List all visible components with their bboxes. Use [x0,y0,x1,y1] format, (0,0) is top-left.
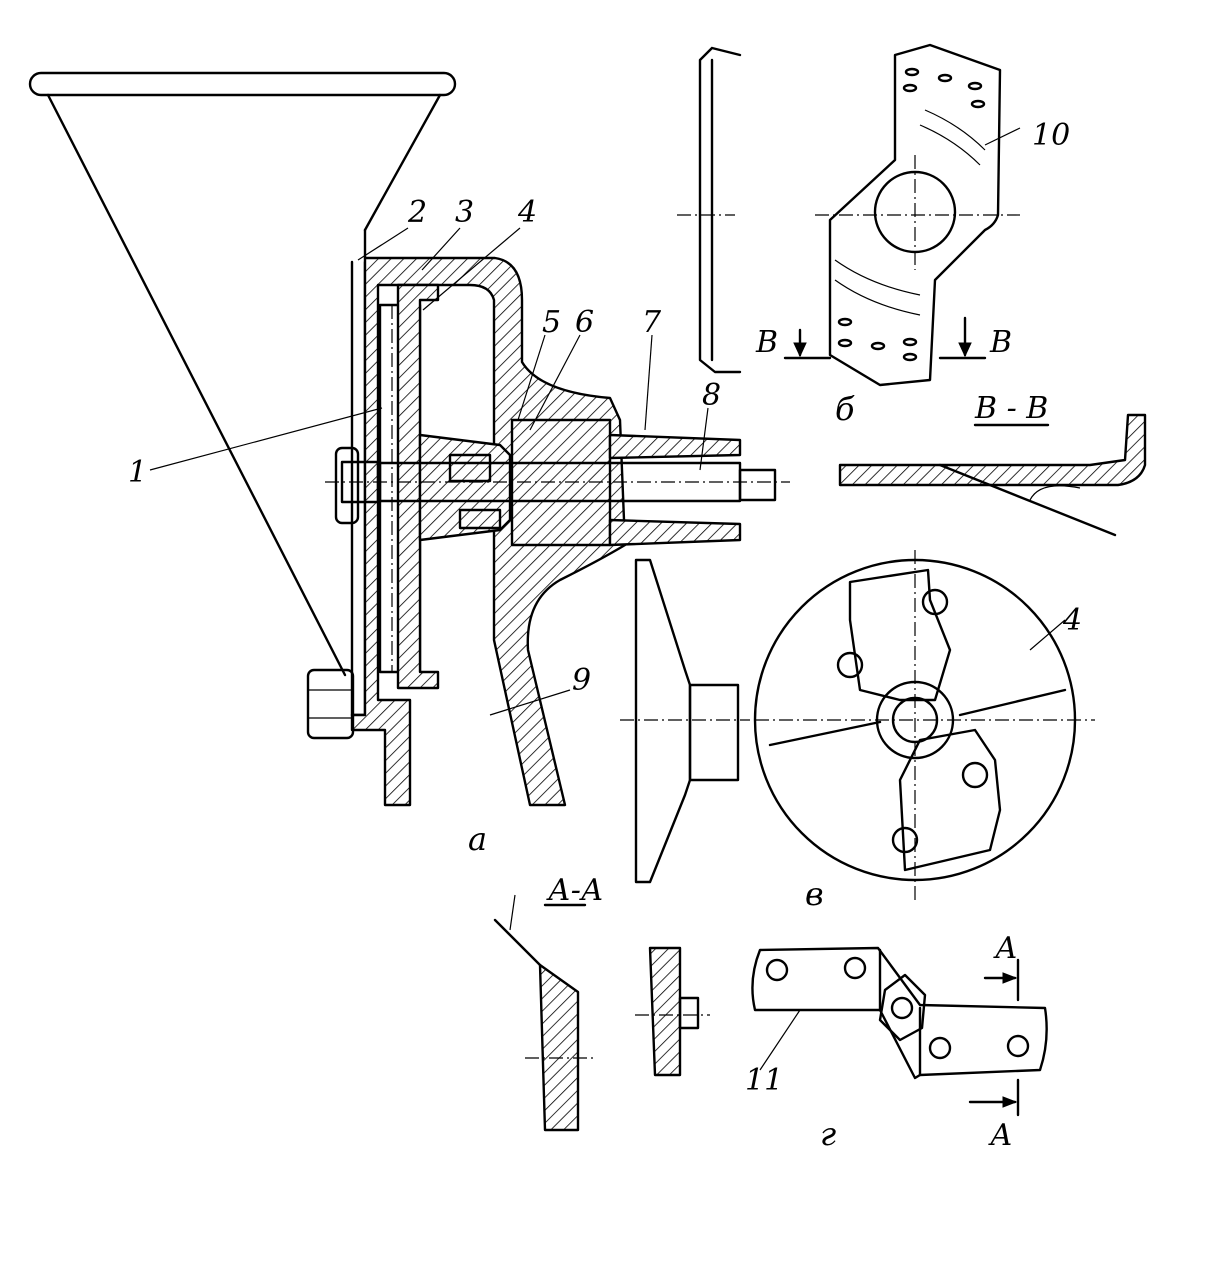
shaft [325,461,790,503]
leader-1 [149,407,383,471]
caption-v: в [805,875,824,913]
leader-7 [644,334,653,431]
caption-g: г [820,1115,836,1153]
section-v-right: В [989,325,1012,360]
label-4-disc: 4 [1062,603,1082,638]
label-9: 9 [572,663,591,698]
front-nut [334,446,382,525]
hopper [28,71,457,677]
leader-5 [517,334,546,421]
section-a-top: А [993,931,1018,966]
section-v-left: В [755,325,778,360]
caption-a: а [468,820,487,858]
caption-b: б [835,390,855,428]
cutting-disc-profile [634,558,692,884]
blade-plate-outline [828,43,1002,387]
leader-4b [1029,619,1066,651]
knife-hinge [878,973,927,1042]
sleeve [608,433,742,547]
key [448,453,492,483]
housing [350,256,627,807]
label-5: 5 [542,305,561,340]
label-4: 4 [517,195,537,230]
cutting-disc-blade-window [848,568,952,702]
leader-10 [984,127,1021,146]
leader-2 [357,227,409,261]
blade-plate-profile [698,46,742,374]
label-8: 8 [702,378,721,413]
section-aa-profile [538,963,580,1132]
label-3: 3 [455,195,474,230]
hub [418,433,512,542]
leader-8 [699,407,709,471]
knife-view [493,894,1048,1132]
knife-outline [751,946,1048,1080]
section-vv-title: В - В [974,391,1048,426]
main-assembly-view [28,71,790,807]
part-labels: 1 2 3 4 5 6 7 8 9 10 11 4 [128,118,1082,1098]
leader-11 [759,1009,801,1071]
blade-plate-view [677,43,1147,537]
key-lower [458,508,502,530]
label-11: 11 [745,1063,783,1098]
leader-9 [489,689,571,716]
section-vv-profile [838,413,1147,487]
leader-4 [422,227,521,311]
label-10: 10 [1032,118,1070,153]
section-a-bottom: А [988,1118,1013,1153]
knife-disc [396,283,440,690]
blade-plate-slots [837,67,986,362]
view-captions: а б в г [468,390,855,1153]
label-1: 1 [128,455,147,490]
cutting-disc-view [620,550,1095,900]
label-2: 2 [407,195,427,230]
leader-3 [421,227,461,271]
section-aa-title: А-А [546,873,604,908]
label-7: 7 [642,305,662,340]
leader-6 [529,334,581,431]
clamp-screw [306,668,355,740]
knife-edge-view [648,946,682,1077]
section-labels: В - В В В А-А А А [546,325,1048,1153]
label-6: 6 [575,305,594,340]
